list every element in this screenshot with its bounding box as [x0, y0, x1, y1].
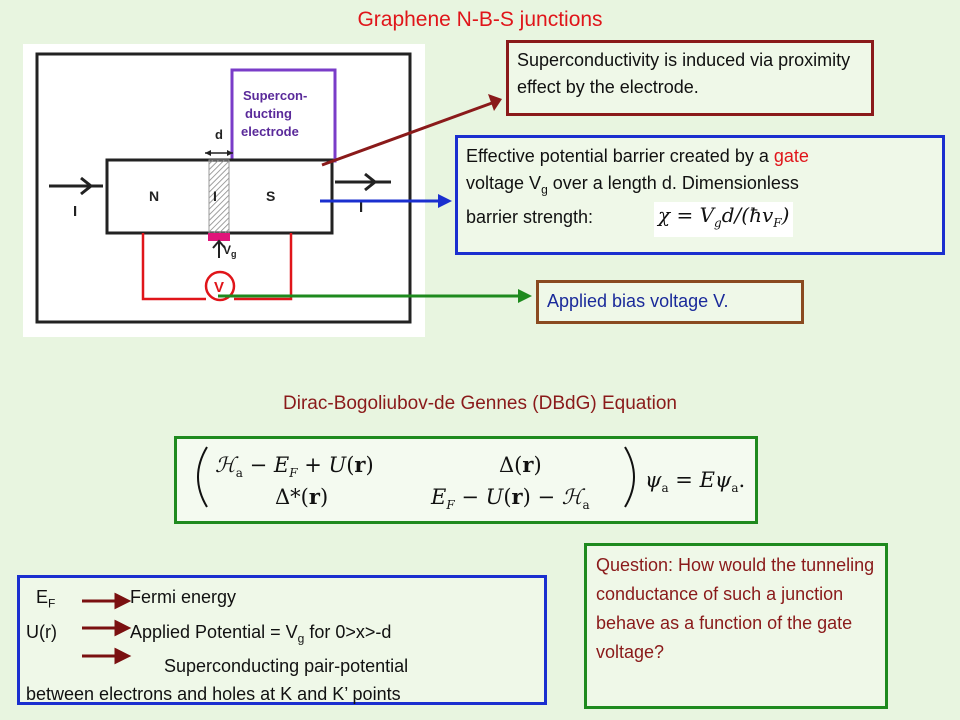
voltmeter-wire-right: [234, 233, 293, 301]
ef-definition: Fermi energy: [130, 587, 237, 607]
legend-line-4: between electrons and holes at K and K’ …: [26, 684, 401, 705]
barrier-strength-label: barrier strength:: [466, 206, 594, 227]
barrier-callout: Effective potential barrier created by a…: [455, 135, 945, 255]
slide-title: Graphene N-B-S junctions: [357, 8, 603, 31]
barrier-text-1: Effective potential barrier created by a: [466, 146, 774, 166]
barrier-vg-subscript: g: [541, 182, 548, 197]
bias-text: Applied bias voltage V.: [547, 291, 729, 311]
u-symbol: U(r): [26, 621, 57, 642]
normal-region-label: N: [149, 188, 159, 204]
u-definition-a: Applied Potential = V: [130, 621, 298, 642]
proximity-text: Superconductivity is induced via proximi…: [517, 50, 851, 97]
d-label: d: [215, 127, 223, 142]
bias-callout: Applied bias voltage V.: [536, 280, 804, 324]
electrode-label-2: ducting: [245, 106, 292, 121]
current-out-label: I: [359, 199, 363, 216]
svg-text:ψa = Eψa.: ψa = Eψa.: [645, 468, 745, 495]
diagram-frame: [35, 52, 412, 324]
question-box: Question: How would the tunneling conduc…: [584, 543, 888, 709]
proximity-arrow: [321, 101, 493, 167]
electrode-label-3: electrode: [241, 124, 299, 139]
voltmeter-wire-left: [141, 233, 206, 301]
barrier-text-2a: voltage V: [466, 173, 542, 193]
barrier-text-2b: over a length d. Dimensionless: [547, 173, 799, 193]
u-definition-subscript: g: [297, 631, 305, 646]
gate-word: gate: [773, 146, 809, 166]
voltmeter-label: V: [214, 279, 224, 296]
barrier-label: I: [213, 188, 217, 204]
voltmeter-symbol: [204, 270, 236, 302]
super-region-label: S: [266, 188, 275, 204]
gate-electrode: [208, 233, 230, 241]
delta-definition: Superconducting pair-potential: [164, 656, 409, 677]
question-text: Question: How would the tunneling conduc…: [596, 555, 875, 662]
legend-arrows: [82, 592, 132, 665]
electrode-label-1: Supercon-: [243, 88, 307, 103]
circuit-svg: Supercon- ducting electrode I N S d I I …: [35, 52, 412, 324]
gate-voltage-label: Vg: [223, 243, 237, 259]
chi-formula: χ = Vgd/(ħvF): [654, 201, 794, 237]
svg-text:Δ(r): Δ(r): [499, 452, 542, 477]
equation-title: Dirac-Bogoliubov-de Gennes (DBdG) Equati…: [283, 393, 677, 414]
svg-text:EF − U(r) − ℋa: EF − U(r) − ℋa: [430, 484, 590, 512]
svg-text:Δ*(r): Δ*(r): [275, 484, 328, 509]
ef-symbol: EF: [36, 587, 56, 611]
dbdg-equation: ℋa − EF + U(r) Δ(r) Δ*(r) EF − U(r) − ℋa…: [197, 446, 745, 512]
symbol-legend: EF Fermi energy U(r) Applied Potential = V…: [17, 575, 547, 705]
current-in-label: I: [73, 203, 77, 220]
svg-text:ℋa − EF + U(r): ℋa − EF + U(r): [215, 452, 374, 480]
dbdg-equation-box: ℋa − EF + U(r) Δ(r) Δ*(r) EF − U(r) − ℋa…: [174, 436, 758, 524]
u-definition-b: for 0>x>-d: [304, 621, 392, 642]
proximity-callout: Superconductivity is induced via proximi…: [506, 40, 874, 116]
junction-circuit-diagram: Supercon- ducting electrode I N S d I I …: [23, 44, 425, 337]
